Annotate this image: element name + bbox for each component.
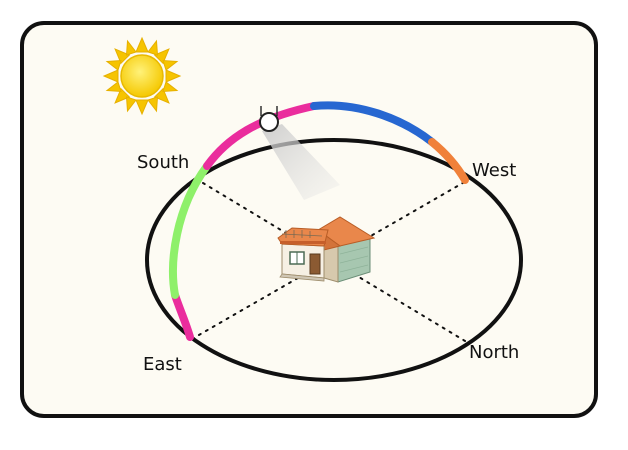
sun-icon	[102, 36, 182, 116]
lamp-icon	[259, 106, 279, 132]
arc-segment-late-morning	[203, 102, 318, 170]
light-beam	[262, 124, 340, 200]
label-south: South	[137, 152, 190, 173]
horizon-ellipse	[145, 138, 523, 382]
label-west: West	[472, 160, 517, 181]
label-east: East	[143, 354, 182, 375]
label-north: North	[469, 342, 520, 363]
house-icon	[277, 216, 376, 283]
sun-path-arc	[169, 101, 469, 341]
arc-segment-morning	[169, 162, 211, 299]
arc-segment-afternoon	[310, 101, 436, 146]
arc-segment-evening	[428, 138, 469, 184]
diagram-frame	[20, 21, 598, 418]
